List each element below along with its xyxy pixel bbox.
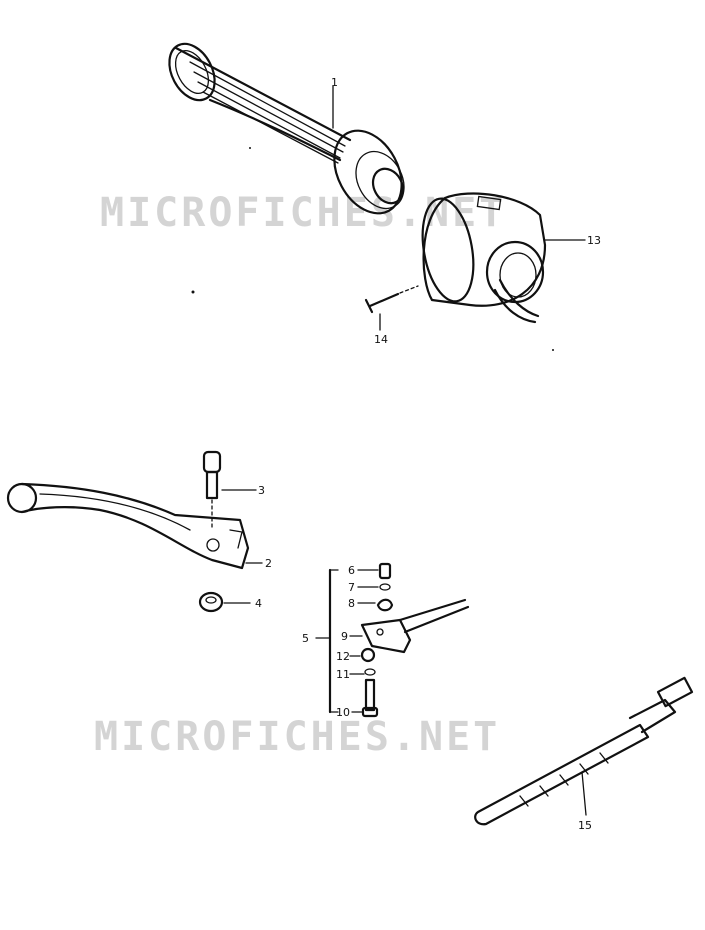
watermark-bottom: MICROFICHES.NET — [94, 714, 500, 760]
callout-14: 14 — [374, 333, 388, 346]
callout-5: 5 — [302, 632, 309, 645]
callout-8: 8 — [348, 597, 355, 610]
bolt-3-part[interactable] — [202, 450, 222, 531]
watermark-top: MICROFICHES.NET — [100, 190, 506, 236]
callout-7: 7 — [348, 581, 355, 594]
callout-15: 15 — [578, 819, 592, 832]
callout-9: 9 — [341, 630, 348, 643]
callout-4: 4 — [255, 597, 262, 610]
callout-13: 13 — [587, 234, 601, 247]
callout-11: 11 — [336, 668, 350, 681]
callout-3: 3 — [258, 484, 265, 497]
grip-part[interactable] — [160, 36, 415, 225]
callout-2: 2 — [265, 557, 272, 570]
callout-10: 10 — [336, 706, 350, 719]
switch-assembly-parts[interactable] — [360, 562, 470, 718]
lever-part[interactable] — [6, 482, 250, 570]
screw-14-part[interactable] — [364, 285, 419, 314]
band-15-part[interactable] — [474, 676, 694, 826]
throttle-housing-part[interactable] — [415, 192, 547, 324]
nut-4-part[interactable] — [198, 591, 224, 613]
callout-12: 12 — [336, 650, 350, 663]
callout-6: 6 — [348, 564, 355, 577]
callout-1: 1 — [331, 76, 338, 89]
